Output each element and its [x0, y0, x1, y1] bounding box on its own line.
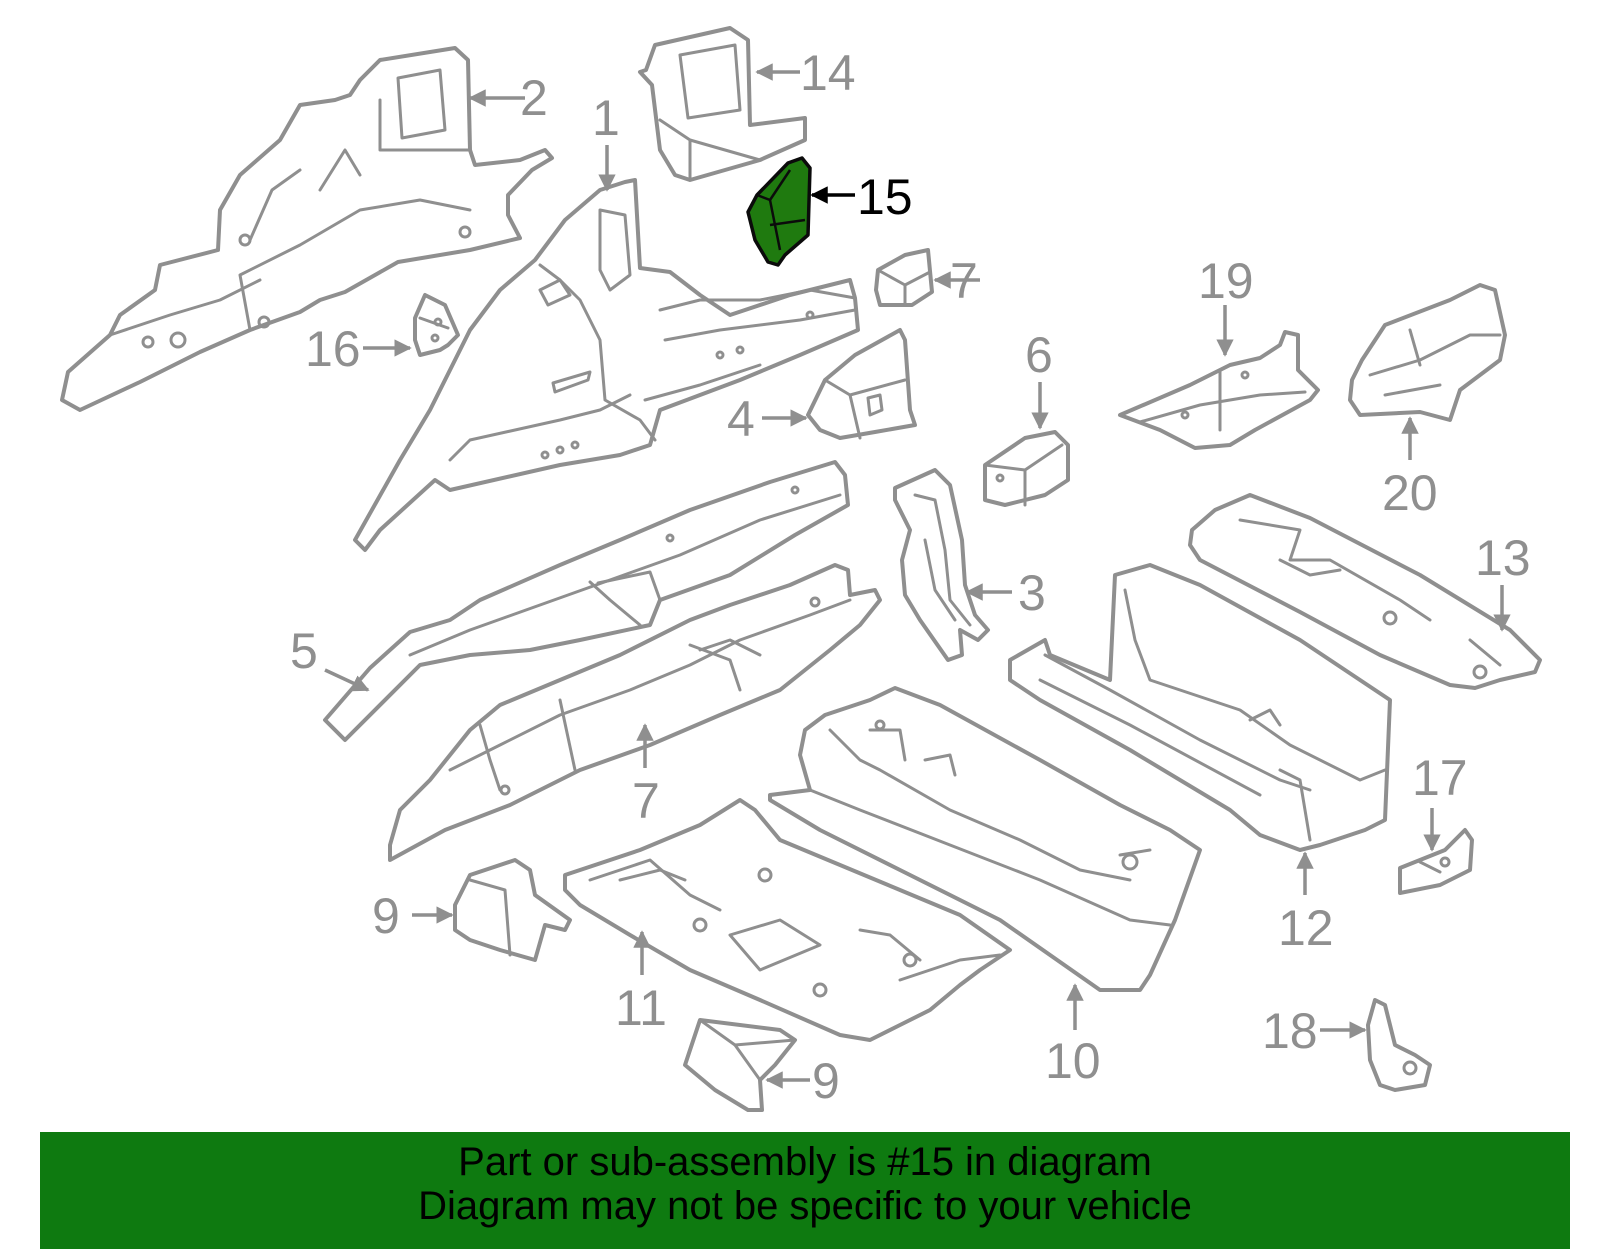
callout-4: 4 [727, 391, 755, 447]
callout-16: 16 [305, 321, 361, 377]
callout-9-lower: 9 [812, 1053, 840, 1109]
part-12 [1008, 563, 1392, 852]
part-17 [1398, 828, 1474, 895]
banner-line-2: Diagram may not be specific to your vehi… [418, 1184, 1192, 1228]
callout-3: 3 [1018, 565, 1046, 621]
part-2 [60, 46, 554, 412]
part-18 [1366, 998, 1432, 1092]
part-9-upper [453, 858, 572, 962]
callout-7: 7 [950, 253, 978, 309]
callout-12: 12 [1278, 900, 1334, 956]
callout-1: 1 [592, 90, 620, 146]
part-13 [1188, 493, 1542, 690]
part-15-highlighted [746, 156, 812, 267]
banner-line-1: Part or sub-assembly is #15 in diagram [458, 1140, 1152, 1184]
part-5 [323, 460, 850, 742]
part-9-lower [683, 1018, 797, 1112]
callout-11: 11 [615, 980, 667, 1036]
part-4 [806, 328, 917, 440]
info-banner: Part or sub-assembly is #15 in diagram D… [40, 1132, 1570, 1249]
callout-13: 13 [1475, 530, 1531, 586]
parts-diagram: 2 14 15 1 [60, 26, 1542, 1112]
callout-18: 18 [1262, 1003, 1318, 1059]
callout-8: 6 [1025, 327, 1053, 383]
callout-19: 19 [1198, 253, 1254, 309]
callout-17: 17 [1412, 750, 1468, 806]
part-7 [874, 248, 934, 307]
part-16 [413, 293, 460, 357]
part-20 [1348, 283, 1507, 422]
part-6 [388, 563, 882, 862]
callout-10: 10 [1045, 1033, 1101, 1089]
callout-2: 2 [520, 70, 548, 126]
callout-9-upper: 9 [372, 888, 400, 944]
part-14 [638, 26, 807, 182]
part-10 [768, 686, 1202, 992]
callout-14: 14 [800, 45, 856, 101]
part-8 [983, 430, 1070, 507]
callout-6: 7 [632, 773, 660, 829]
callout-arrow-5 [324, 668, 370, 692]
callout-20: 20 [1382, 465, 1438, 521]
part-19 [1118, 330, 1320, 450]
callout-5: 5 [290, 623, 318, 679]
part-3 [893, 468, 990, 662]
part-1 [353, 178, 860, 552]
callout-15: 15 [857, 169, 913, 225]
